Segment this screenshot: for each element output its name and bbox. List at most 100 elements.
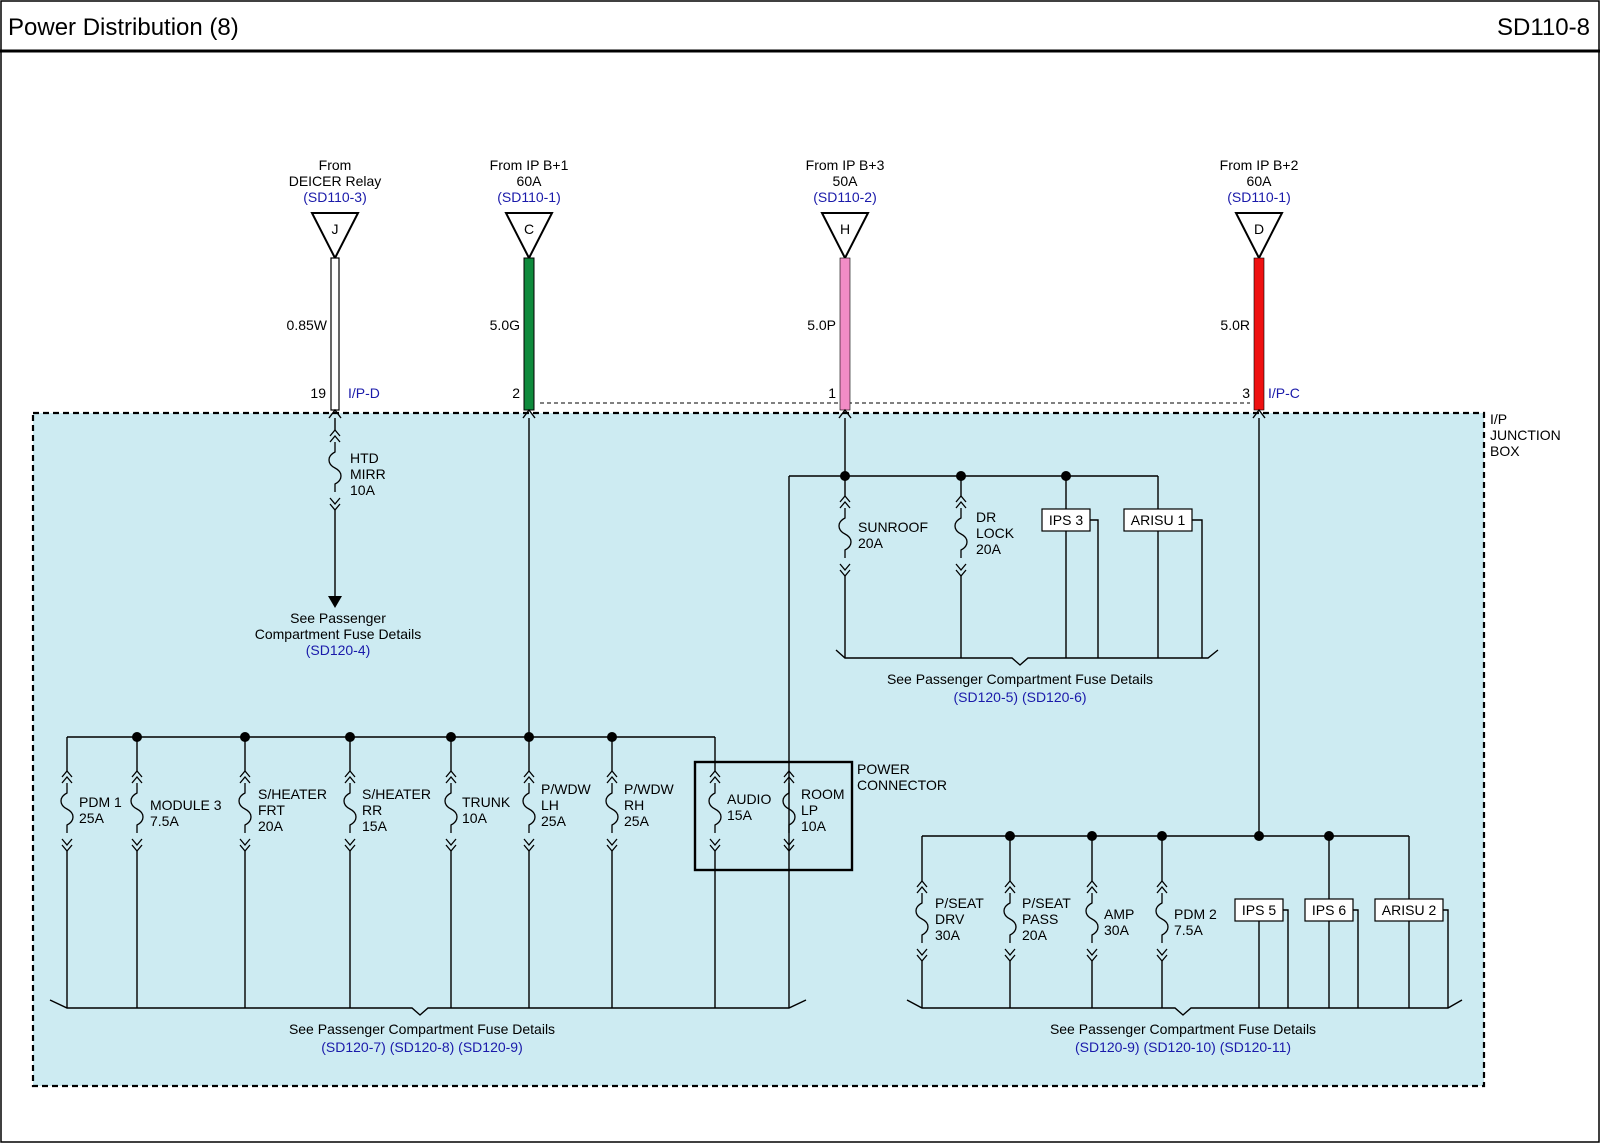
- source-d-ref: (SD110-1): [1227, 189, 1291, 205]
- pwdw-lh-label-3: 25A: [541, 813, 567, 829]
- sheater-frt-label-3: 20A: [258, 818, 284, 834]
- c-bus-group: PDM 1 25A MODULE 3 7.5A S/HEATER FRT 20A…: [49, 418, 947, 1055]
- room-lp-label-2: LP: [801, 802, 818, 818]
- source-j: From DEICER Relay (SD110-3) J 0.85W 19 I…: [287, 157, 382, 419]
- ips6-label: IPS 6: [1312, 902, 1346, 918]
- pseat-pass-label-1: P/SEAT: [1022, 895, 1071, 911]
- pseat-drv-label-2: DRV: [935, 911, 965, 927]
- wire-h: [839, 257, 851, 411]
- source-c-connector-icon: [504, 212, 554, 261]
- source-h-id: H: [840, 221, 850, 237]
- note4-ref: (SD120-9) (SD120-10) (SD120-11): [1075, 1039, 1291, 1055]
- pwdw-rh-label-3: 25A: [624, 813, 650, 829]
- sheater-rr-label-1: S/HEATER: [362, 786, 431, 802]
- wire-c-label: 5.0G: [490, 317, 520, 333]
- amp-label-2: 30A: [1104, 922, 1130, 938]
- htd-mirr-label-3: 10A: [350, 482, 376, 498]
- source-d-line1: From IP B+2: [1220, 157, 1299, 173]
- pwdw-rh-label-1: P/WDW: [624, 781, 675, 797]
- source-c-ref: (SD110-1): [497, 189, 561, 205]
- audio-label-1: AUDIO: [727, 791, 771, 807]
- trunk-label-2: 10A: [462, 810, 488, 826]
- pwdw-lh-label-1: P/WDW: [541, 781, 592, 797]
- source-c: From IP B+1 60A (SD110-1) C 5.0G 2: [490, 157, 569, 419]
- note2-line: See Passenger Compartment Fuse Details: [887, 671, 1153, 687]
- junction-box-label-3: BOX: [1490, 443, 1520, 459]
- source-d-line2: 60A: [1247, 173, 1273, 189]
- sunroof-label-1: SUNROOF: [858, 519, 928, 535]
- wire-h-label: 5.0P: [807, 317, 836, 333]
- fuse-htd-mirr: HTD MIRR 10A See Passenger Compartment F…: [255, 418, 422, 658]
- power-connector-box: [693, 760, 854, 872]
- source-h-line1: From IP B+3: [806, 157, 885, 173]
- pdm2-label-1: PDM 2: [1174, 906, 1217, 922]
- arisu2-label: ARISU 2: [1382, 902, 1437, 918]
- power-connector-label-2: CONNECTOR: [857, 777, 947, 793]
- pseat-drv-label-1: P/SEAT: [935, 895, 984, 911]
- pseat-pass-label-2: PASS: [1022, 911, 1058, 927]
- sunroof-label-2: 20A: [858, 535, 884, 551]
- page-code: SD110-8: [1497, 14, 1590, 41]
- dr-lock-label-3: 20A: [976, 541, 1002, 557]
- d-bus-group: P/SEAT DRV 30A P/SEAT PASS 20A AMP 30A P…: [906, 418, 1463, 1055]
- ips5-label: IPS 5: [1242, 902, 1276, 918]
- module3-label-2: 7.5A: [150, 813, 179, 829]
- note3-ref: (SD120-7) (SD120-8) (SD120-9): [321, 1039, 523, 1055]
- wire-j: [330, 257, 340, 411]
- wire-j-label: 0.85W: [287, 317, 328, 333]
- note2-ref: (SD120-5) (SD120-6): [953, 689, 1086, 705]
- pdm1-label-2: 25A: [79, 810, 105, 826]
- source-h-line2: 50A: [833, 173, 859, 189]
- arisu1-label: ARISU 1: [1131, 512, 1186, 528]
- source-j-line1: From: [319, 157, 352, 173]
- room-lp-label-1: ROOM: [801, 786, 845, 802]
- pin-j: 19: [310, 385, 326, 401]
- source-j-id: J: [332, 221, 339, 237]
- page-title: Power Distribution (8): [8, 14, 239, 41]
- junction-box-label-1: I/P: [1490, 411, 1507, 427]
- pwdw-rh-label-2: RH: [624, 797, 644, 813]
- source-j-ref: (SD110-3): [303, 189, 367, 205]
- source-h: From IP B+3 50A (SD110-2) H 5.0P 1: [806, 157, 885, 419]
- source-j-line2: DEICER Relay: [289, 173, 382, 189]
- pwdw-lh-label-2: LH: [541, 797, 559, 813]
- source-c-line1: From IP B+1: [490, 157, 569, 173]
- dr-lock-label-2: LOCK: [976, 525, 1015, 541]
- htd-mirr-label-1: HTD: [350, 450, 379, 466]
- ips3-label: IPS 3: [1049, 512, 1083, 528]
- source-h-connector-icon: [820, 212, 870, 261]
- trunk-label-1: TRUNK: [462, 794, 511, 810]
- source-j-connector-icon: [310, 212, 360, 261]
- power-connector-label-1: POWER: [857, 761, 910, 777]
- note3-line: See Passenger Compartment Fuse Details: [289, 1021, 555, 1037]
- pin-h: 1: [828, 385, 836, 401]
- pseat-drv-label-3: 30A: [935, 927, 961, 943]
- pdm2-label-2: 7.5A: [1174, 922, 1203, 938]
- ip-junction-box: [31, 411, 1486, 1088]
- connector-ip-c: I/P-C: [1268, 385, 1300, 401]
- sheater-rr-label-3: 15A: [362, 818, 388, 834]
- source-d-connector-icon: [1234, 212, 1284, 261]
- arrow-down-icon: [328, 596, 342, 608]
- pdm1-label-1: PDM 1: [79, 794, 122, 810]
- amp-label-1: AMP: [1104, 906, 1134, 922]
- htd-mirr-label-2: MIRR: [350, 466, 386, 482]
- pin-d: 3: [1242, 385, 1250, 401]
- pin-c: 2: [512, 385, 520, 401]
- note1-line1: See Passenger: [290, 610, 386, 626]
- wire-d-label: 5.0R: [1220, 317, 1250, 333]
- note1-line2: Compartment Fuse Details: [255, 626, 422, 642]
- source-d: From IP B+2 60A (SD110-1) D 5.0R 3 I/P-C: [1220, 157, 1300, 419]
- h-bus-group: SUNROOF 20A DR LOCK 20A IPS 3 ARISU 1 Se…: [788, 418, 1219, 1008]
- sheater-rr-label-2: RR: [362, 802, 382, 818]
- wire-c: [523, 257, 535, 411]
- pseat-pass-label-3: 20A: [1022, 927, 1048, 943]
- note1-ref: (SD120-4): [306, 642, 371, 658]
- dr-lock-label-1: DR: [976, 509, 996, 525]
- source-c-id: C: [524, 221, 534, 237]
- module3-label-1: MODULE 3: [150, 797, 222, 813]
- room-lp-label-3: 10A: [801, 818, 827, 834]
- source-h-ref: (SD110-2): [813, 189, 877, 205]
